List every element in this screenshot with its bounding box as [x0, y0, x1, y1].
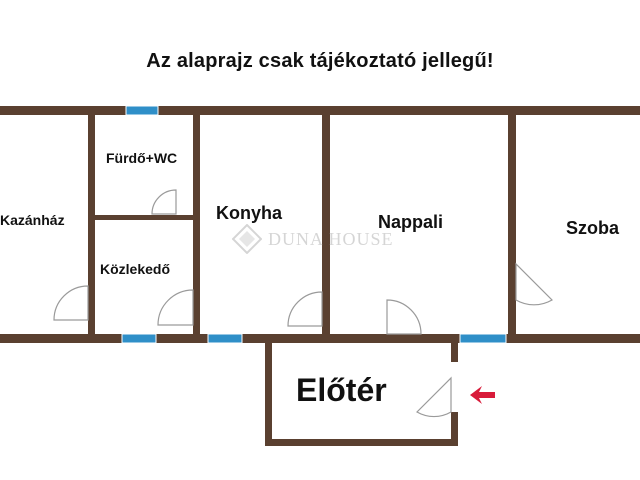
wall-bottom [0, 334, 640, 343]
wall-konyha-right [322, 115, 330, 334]
door-szoba [515, 262, 553, 306]
wall-eloter-left [265, 334, 272, 446]
door-eloter [416, 376, 452, 418]
room-label-furdo-wc: Fürdő+WC [106, 150, 178, 166]
wall-konyha-left [193, 115, 200, 334]
entrance-arrow-icon [470, 386, 495, 404]
disclaimer-title: Az alaprajz csak tájékoztató jellegű! [146, 50, 494, 72]
watermark: DUNA HOUSE [232, 224, 394, 254]
wall-kazanhaz-right [88, 115, 95, 334]
wall-nappali-right [508, 115, 516, 334]
door-furdo [151, 189, 177, 215]
room-label-eloter: Előtér [296, 372, 387, 408]
room-label-kozlekedo: Közlekedő [100, 261, 171, 277]
watermark-logo-icon [232, 224, 262, 254]
window-kozlekedo [121, 333, 157, 344]
door-kazanhaz [53, 285, 89, 321]
watermark-text: DUNA HOUSE [268, 228, 394, 249]
wall-eloter-right-top [451, 334, 458, 362]
door-konyha [287, 291, 323, 327]
window-furdo [125, 105, 159, 116]
wall-top [0, 106, 640, 115]
door-kozlekedo [157, 289, 194, 326]
window-nappali [459, 333, 507, 344]
room-label-konyha: Konyha [216, 203, 283, 223]
room-label-kazanhaz: Kazánház [0, 212, 65, 228]
room-label-nappali: Nappali [378, 212, 444, 232]
wall-eloter-right-bottom [451, 412, 458, 446]
door-nappali [386, 299, 422, 335]
room-label-szoba: Szoba [566, 218, 620, 238]
window-konyha [207, 333, 243, 344]
wall-eloter-bottom [265, 439, 458, 446]
wall-furdo-bottom [88, 215, 200, 220]
